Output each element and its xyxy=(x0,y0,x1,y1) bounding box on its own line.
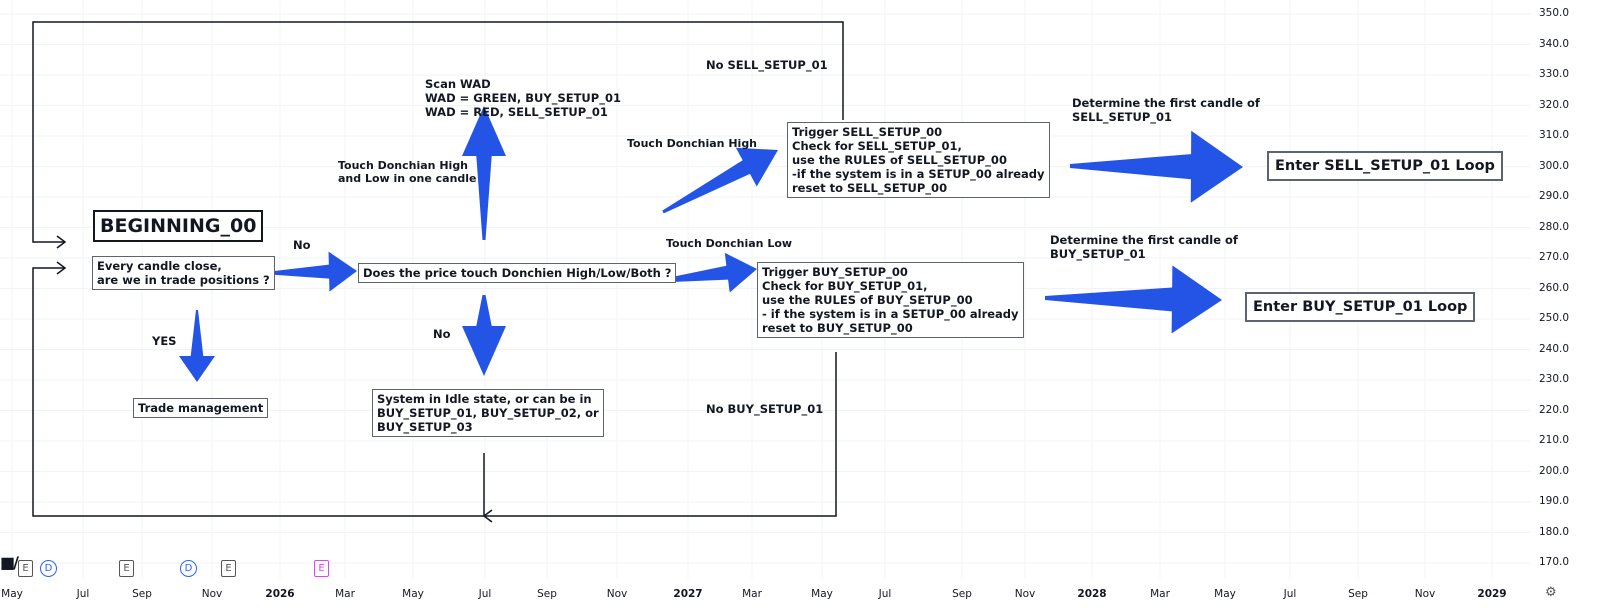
time-tick: 2027 xyxy=(673,588,703,600)
price-tick: 230.0 xyxy=(1539,373,1570,385)
price-tick: 320.0 xyxy=(1539,98,1570,111)
no-label-2: No xyxy=(433,327,451,341)
trade-management-node: Trade management xyxy=(133,398,269,418)
price-tick: 240.0 xyxy=(1539,342,1570,355)
time-tick: May xyxy=(402,588,424,600)
time-tick: Mar xyxy=(742,588,762,600)
time-tick: Sep xyxy=(952,588,972,600)
scan-wad-label: Scan WAD WAD = GREEN, BUY_SETUP_01 WAD =… xyxy=(425,77,621,119)
price-tick: 220.0 xyxy=(1539,403,1570,416)
enter-buy-loop-node: Enter BUY_SETUP_01 Loop xyxy=(1245,292,1476,322)
trigger-sell-node: Trigger SELL_SETUP_00 Check for SELL_SET… xyxy=(787,122,1050,198)
price-tick: 170.0 xyxy=(1539,556,1570,568)
flow-arrow[interactable] xyxy=(1069,130,1243,203)
earnings-badge[interactable]: E xyxy=(18,560,33,577)
time-tick: Jul xyxy=(1283,588,1297,600)
tradingview-logo[interactable]: TV■∕ xyxy=(0,553,19,572)
idle-state-node: System in Idle state, or can be in BUY_S… xyxy=(372,389,604,437)
flow-arrows xyxy=(179,106,1243,382)
time-tick: May xyxy=(1,588,23,600)
price-tick: 210.0 xyxy=(1539,434,1570,446)
price-tick: 260.0 xyxy=(1539,281,1570,294)
candle-close-node: Every candle close, are we in trade posi… xyxy=(92,256,275,290)
flow-arrow[interactable] xyxy=(269,251,357,292)
time-tick: 2028 xyxy=(1077,588,1107,600)
touch-high-label: Touch Donchian High xyxy=(627,137,758,150)
beginning-node: BEGINNING_00 xyxy=(93,210,264,242)
no-label: No xyxy=(293,238,311,252)
flow-arrow[interactable] xyxy=(179,310,215,382)
price-tick: 290.0 xyxy=(1539,190,1570,202)
time-tick: 2029 xyxy=(1477,588,1507,600)
flow-arrow[interactable] xyxy=(462,295,506,376)
flow-arrow[interactable] xyxy=(659,252,757,293)
price-tick: 340.0 xyxy=(1539,37,1570,50)
flow-arrow[interactable] xyxy=(662,147,778,214)
flow-arrow[interactable] xyxy=(1044,265,1222,334)
time-tick: May xyxy=(1214,588,1236,600)
determine-buy-label: Determine the first candle of BUY_SETUP_… xyxy=(1050,233,1238,261)
time-tick: Nov xyxy=(1014,588,1036,600)
time-tick: Jul xyxy=(878,588,892,600)
flow-arrow[interactable] xyxy=(462,106,506,240)
touch-question-node: Does the price touch Donchien High/Low/B… xyxy=(358,263,677,283)
touch-both-label: Touch Donchian High and Low in one candl… xyxy=(338,159,477,185)
price-tick: 270.0 xyxy=(1539,251,1570,263)
price-tick: 280.0 xyxy=(1539,220,1570,233)
time-tick: Nov xyxy=(201,588,223,600)
price-tick: 350.0 xyxy=(1539,7,1570,19)
price-tick: 250.0 xyxy=(1539,312,1570,324)
settings-icon[interactable]: ⚙ xyxy=(1545,585,1557,600)
earnings-badge-upcoming[interactable]: E xyxy=(314,560,329,577)
dividend-badge[interactable]: D xyxy=(40,560,57,577)
no-sell-setup-label: No SELL_SETUP_01 xyxy=(706,58,828,72)
price-tick: 190.0 xyxy=(1539,495,1570,507)
no-buy-setup-label: No BUY_SETUP_01 xyxy=(706,402,824,416)
touch-low-label: Touch Donchian Low xyxy=(666,237,793,250)
time-tick: May xyxy=(811,588,833,600)
earnings-badge[interactable]: E xyxy=(221,560,236,577)
time-tick: Nov xyxy=(606,588,628,600)
loop-lines xyxy=(32,21,844,523)
price-tick: 330.0 xyxy=(1539,68,1570,80)
price-tick: 180.0 xyxy=(1539,525,1570,538)
time-tick: Nov xyxy=(1414,588,1436,600)
time-tick: 2026 xyxy=(265,588,295,600)
yes-label: YES xyxy=(152,334,177,348)
time-tick: Mar xyxy=(335,588,355,600)
enter-sell-loop-node: Enter SELL_SETUP_01 Loop xyxy=(1267,151,1503,181)
price-tick: 310.0 xyxy=(1539,129,1570,141)
trigger-buy-node: Trigger BUY_SETUP_00 Check for BUY_SETUP… xyxy=(757,262,1024,338)
earnings-badge[interactable]: E xyxy=(119,560,134,577)
dividend-badge[interactable]: D xyxy=(180,560,197,577)
price-tick: 300.0 xyxy=(1539,159,1570,172)
time-tick: Sep xyxy=(537,588,557,600)
determine-sell-label: Determine the first candle of SELL_SETUP… xyxy=(1072,96,1260,124)
time-tick: Jul xyxy=(478,588,492,600)
time-tick: Mar xyxy=(1150,588,1170,600)
price-tick: 200.0 xyxy=(1539,464,1570,477)
time-tick: Sep xyxy=(1348,588,1368,600)
time-tick: Jul xyxy=(76,588,90,600)
time-tick: Sep xyxy=(132,588,152,600)
